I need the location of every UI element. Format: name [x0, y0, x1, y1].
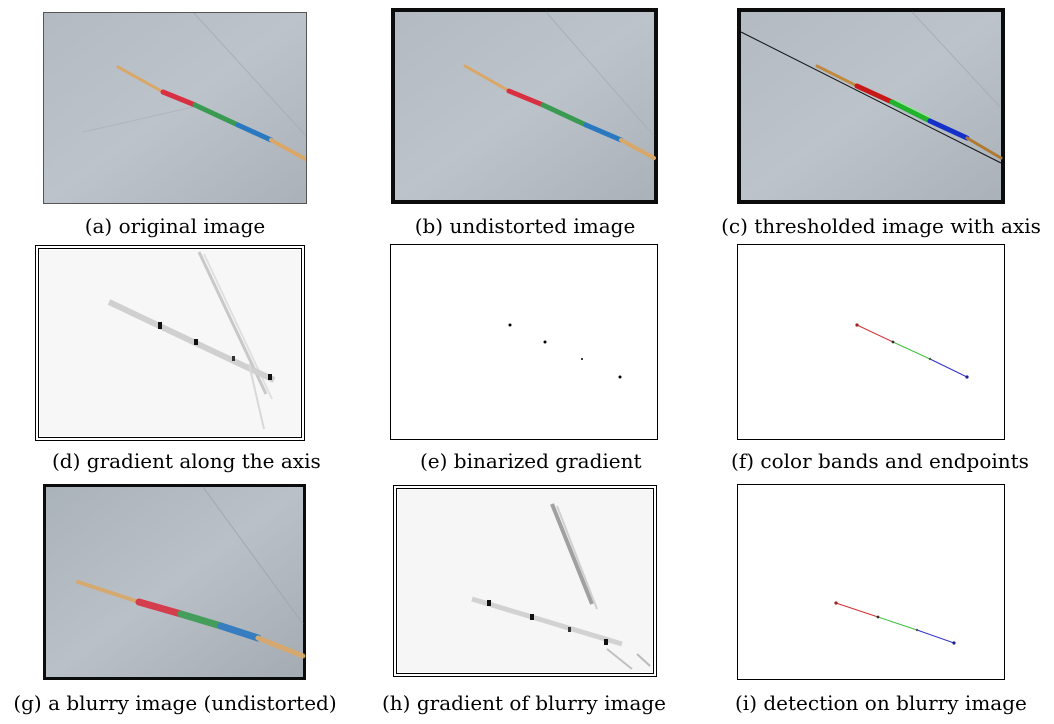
- caption-i: (i) detection on blurry image: [735, 691, 1027, 715]
- caption-d: (d) gradient along the axis: [52, 449, 321, 473]
- caption-f: (f) color bands and endpoints: [731, 449, 1029, 473]
- panel-binarized-gradient: [390, 244, 658, 440]
- caption-a: (a) original image: [84, 214, 266, 238]
- panel-original-image: [43, 12, 307, 204]
- caption-g: (g) a blurry image (undistorted): [13, 691, 337, 715]
- panel-blurry-image: [43, 484, 306, 680]
- caption-c: (c) thresholded image with axis: [721, 214, 1041, 238]
- panel-detection-blurry: [737, 484, 1005, 680]
- panel-color-bands-endpoints: [737, 244, 1005, 440]
- caption-b: (b) undistorted image: [414, 214, 636, 238]
- panel-gradient-along-axis: [34, 244, 306, 442]
- caption-h: (h) gradient of blurry image: [381, 691, 667, 715]
- panel-gradient-blurry: [392, 484, 658, 678]
- panel-thresholded-image: [737, 8, 1005, 204]
- panel-undistorted-image: [391, 8, 658, 204]
- caption-e: (e) binarized gradient: [420, 449, 642, 473]
